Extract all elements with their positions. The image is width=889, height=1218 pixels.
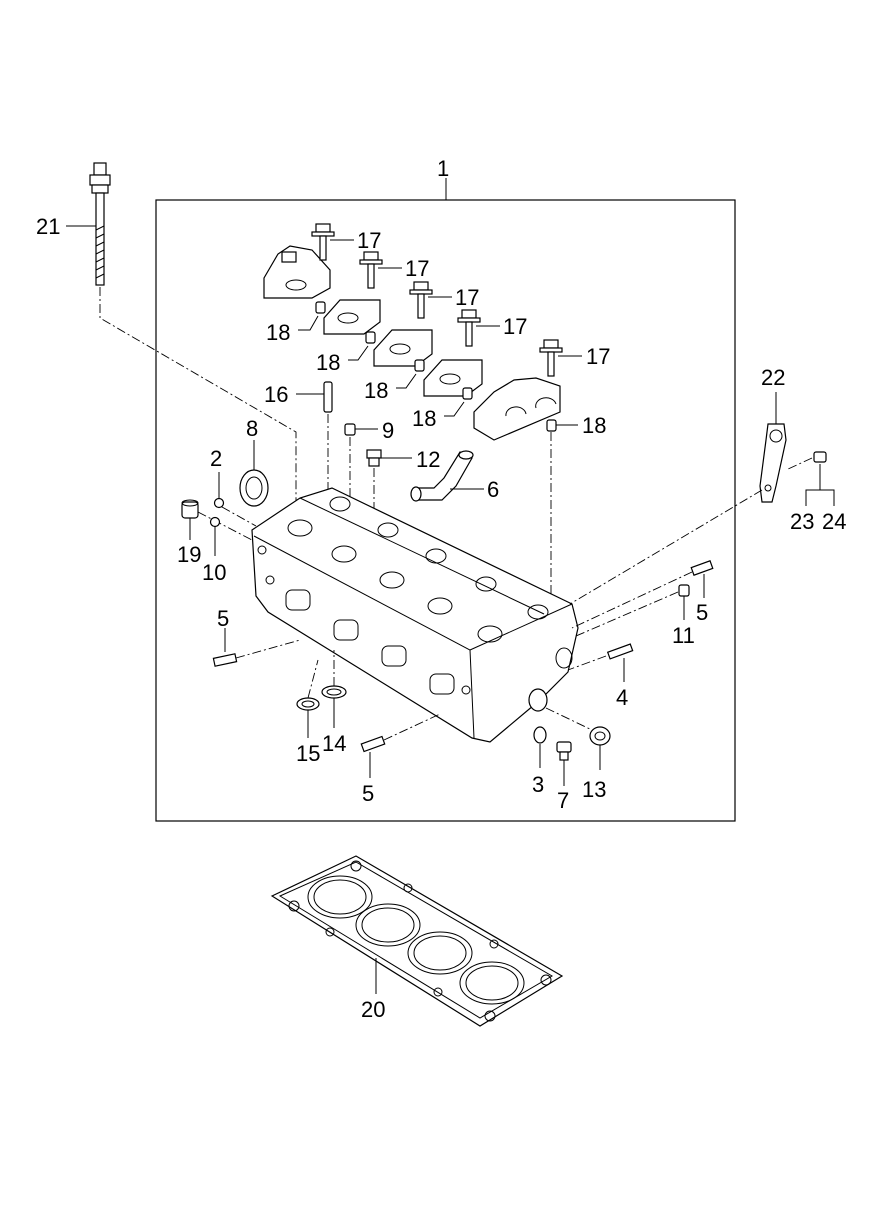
callout-2: 2 [210,446,222,471]
callout-6: 6 [487,477,499,502]
threaded-plug [366,449,382,467]
long-stud [606,643,634,660]
side-plug [678,584,690,597]
bearing-cap-2 [323,299,381,335]
callout-14: 14 [322,731,346,756]
guide-pin [323,381,333,413]
head-gasket [270,855,564,1027]
stud-left [212,653,238,667]
stud-bottom [360,735,386,753]
callout-17-d: 17 [503,314,527,339]
callout-9: 9 [382,418,394,443]
callout-18-d: 18 [412,406,436,431]
callout-19: 19 [177,542,201,567]
callout-7: 7 [557,788,569,813]
cap-bolt-2 [359,251,383,289]
callout-17-c: 17 [455,285,479,310]
callout-21: 21 [36,214,60,239]
bearing-cap-4 [423,359,483,397]
callout-18-b: 18 [316,350,340,375]
callout-17-b: 17 [405,256,429,281]
bracket-nut [813,451,827,463]
bearing-cap-3 [373,329,433,367]
callout-17-e: 17 [586,344,610,369]
cap-bolt-5 [539,339,563,377]
callout-18-a: 18 [266,320,290,345]
cup-plug [589,726,611,746]
dowel-2 [365,331,376,344]
callout-5-bottom: 5 [362,781,374,806]
callout-5-left: 5 [217,606,229,631]
callout-5-right: 5 [696,600,708,625]
dowel-3 [414,359,425,372]
callout-11: 11 [672,623,695,648]
oil-seal [239,469,269,507]
callout-20: 20 [361,997,385,1022]
hex-plug [556,741,572,761]
seal-ring-small [296,697,320,711]
small-plug [344,423,356,436]
seal-ring-large [321,685,347,699]
callout-24: 24 [822,509,846,534]
dowel-5 [546,419,557,432]
callout-10: 10 [202,560,226,585]
bearing-cap-front [263,245,331,299]
callout-23: 23 [790,509,814,534]
dowel-1 [315,301,326,314]
head-bolt [89,162,111,286]
callout-12: 12 [416,447,440,472]
lifting-bracket [759,423,787,503]
bearing-cap-rear [473,377,561,441]
bushing [181,499,199,519]
cap-bolt-4 [457,309,481,347]
small-ball-plug [209,516,221,528]
dowel-4 [462,387,473,400]
callout-18-c: 18 [364,378,388,403]
callout-1: 1 [437,156,449,181]
plug-ball [213,497,225,509]
callout-16: 16 [264,382,288,407]
cap-bolt-1 [311,223,335,261]
stud-right [690,560,714,576]
water-outlet-pipe [410,450,474,502]
cap-bolt-3 [409,281,433,319]
washer [533,726,547,744]
callout-22: 22 [761,365,785,390]
assembly-frame [155,199,736,822]
callout-18-e: 18 [582,413,606,438]
callout-3: 3 [532,772,544,797]
callout-4: 4 [616,685,628,710]
cylinder-head [251,487,579,743]
callout-15: 15 [296,741,320,766]
callout-17-a: 17 [357,228,381,253]
callout-13: 13 [582,777,606,802]
callout-8: 8 [246,416,258,441]
